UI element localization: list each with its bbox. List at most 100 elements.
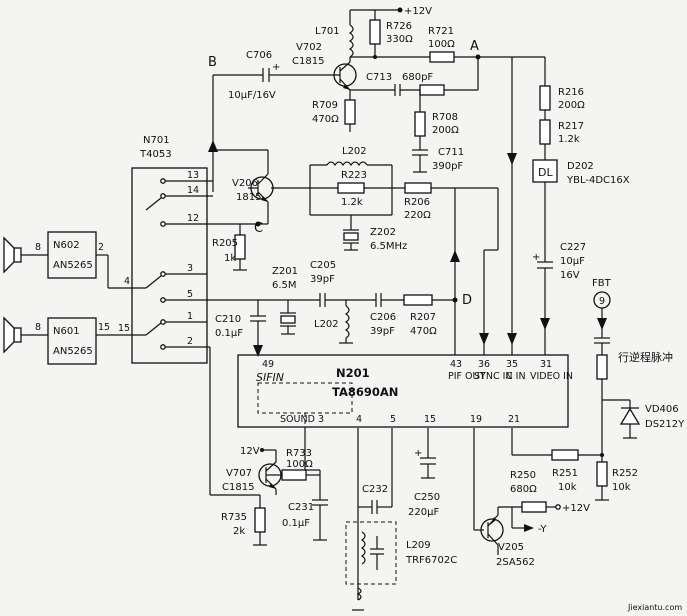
d202-symbol: DL xyxy=(538,166,553,179)
n201-pin21-num: 21 xyxy=(508,414,520,425)
r216-value: 200Ω xyxy=(558,100,585,111)
n201-pin15-num: 15 xyxy=(424,414,436,425)
c713-value: 680pF xyxy=(402,72,433,83)
z201-ref: Z201 xyxy=(272,266,298,277)
r708-value: 200Ω xyxy=(432,125,459,136)
fbt-pin-number: 9 xyxy=(599,296,605,307)
v702-ref: V702 xyxy=(296,42,322,53)
z202-ref: Z202 xyxy=(370,227,396,238)
n601-part: AN5265 xyxy=(53,346,93,357)
c250-ref: C250 xyxy=(414,492,440,503)
d202-part: YBL-4DC16X xyxy=(566,175,630,186)
r252-ref: R252 xyxy=(612,468,638,479)
r223-value: 1.2k xyxy=(341,197,363,208)
c206-ref: C206 xyxy=(370,312,396,323)
l701-ref: L701 xyxy=(315,26,340,37)
resistor-r250: +12V R250 680Ω -Y xyxy=(510,470,590,535)
transistor-v702: V702 C1815 xyxy=(280,42,357,91)
resistor-r205: R205 1k xyxy=(212,234,247,271)
svg-text:+: + xyxy=(414,448,422,459)
n701-pin3: 3 xyxy=(187,263,193,274)
fbt-label: FBT xyxy=(592,278,612,289)
c227-ref: C227 xyxy=(560,242,586,253)
crystal-z201: Z201 6.5M xyxy=(258,266,298,335)
inductor-l701: L701 xyxy=(315,24,354,62)
capacitor-c206: C206 39pF xyxy=(370,293,404,337)
n201-ref: N201 xyxy=(336,366,370,380)
c706-ref: C706 xyxy=(246,50,272,61)
n201-pin35-name: C IN xyxy=(506,371,526,382)
v707-ref: V707 xyxy=(226,468,252,479)
v707-supply-label: 12V xyxy=(240,446,260,457)
n701-pin1: 1 xyxy=(187,311,193,322)
resistor-r735: R735 2k xyxy=(221,507,267,546)
c210-ref: C210 xyxy=(215,314,241,325)
point-c-label: C xyxy=(254,221,263,236)
resistor-r206: R206 220Ω xyxy=(404,182,460,355)
n701-part: T4053 xyxy=(139,149,172,160)
n201-pin31-name: VIDEO IN xyxy=(530,371,573,382)
top-supply-group: +12V xyxy=(349,6,432,25)
point-b-label: B xyxy=(208,55,217,70)
c706-value: 10μF/16V xyxy=(228,90,276,101)
d202-ref: D202 xyxy=(567,161,594,172)
n602-part: AN5265 xyxy=(53,260,93,271)
n201-pin3-num: 3 xyxy=(318,414,324,425)
y-output-label: -Y xyxy=(538,524,547,535)
resistor-r216: R216 200Ω xyxy=(539,57,585,120)
c206-value: 39pF xyxy=(370,326,395,337)
n601-pin8: 8 xyxy=(35,322,41,333)
resistor-r708: R708 200Ω xyxy=(414,90,459,150)
r216-ref: R216 xyxy=(558,87,584,98)
n701-pin15: 15 xyxy=(118,323,130,334)
n602-ref: N602 xyxy=(53,240,80,251)
n701-pin13: 13 xyxy=(187,170,199,181)
resistor-r217: R217 1.2k xyxy=(539,119,584,160)
r207-value: 470Ω xyxy=(410,326,437,337)
n201-pin43-name: PIF OUT xyxy=(448,371,485,382)
inductor-l209: L209 TRF6702C xyxy=(345,521,457,611)
r206-ref: R206 xyxy=(404,197,430,208)
v702-part: C1815 xyxy=(292,56,324,67)
r205-ref: R205 xyxy=(212,238,238,249)
n701-pin4: 4 xyxy=(124,276,130,287)
capacitor-c711: C711 390pF xyxy=(412,147,464,173)
r726-value: 330Ω xyxy=(386,34,413,45)
n602-pin2: 2 xyxy=(98,242,104,253)
r206-value: 220Ω xyxy=(404,210,431,221)
speaker-top xyxy=(3,236,26,274)
delay-line-d202: DL D202 YBL-4DC16X xyxy=(532,159,630,262)
zener-vd406: VD406 DS212Y xyxy=(602,399,685,439)
n201-pin19-num: 19 xyxy=(470,414,482,425)
c711-ref: C711 xyxy=(438,147,464,158)
sound-output-line xyxy=(209,347,306,496)
n602-pin8: 8 xyxy=(35,242,41,253)
vd406-ref: VD406 xyxy=(645,404,679,415)
r735-ref: R735 xyxy=(221,512,247,523)
l202a-ref: L202 xyxy=(342,146,367,157)
transistor-v206: V206 1815 xyxy=(213,149,310,224)
capacitor-c210: C210 0.1μF xyxy=(215,300,266,357)
fbt-input: FBT 9 行逆程脉冲 xyxy=(592,278,673,400)
resistor-r251: R251 10k xyxy=(511,428,602,493)
r252-value: 10k xyxy=(612,482,631,493)
n201-pin35-num: 35 xyxy=(506,359,518,370)
capacitor-c205: C205 39pF xyxy=(288,260,376,307)
transistor-v707: 12V V707 C1815 xyxy=(222,446,282,508)
z201-value: 6.5M xyxy=(272,280,297,291)
point-c: C xyxy=(239,221,268,236)
c210-value: 0.1μF xyxy=(215,328,243,339)
watermark-text: Jiexiantu.com xyxy=(627,603,682,612)
n201-pin31-num: 31 xyxy=(540,359,552,370)
capacitor-c713: C713 680pF xyxy=(349,72,479,100)
r721-value: 100Ω xyxy=(428,39,455,50)
n601-pin15: 15 xyxy=(98,322,110,333)
z202-value: 6.5MHz xyxy=(370,241,407,252)
c231-ref: C231 xyxy=(288,502,314,513)
n201-pin49-name: SIFIN xyxy=(256,371,284,384)
svg-text:+: + xyxy=(272,62,280,73)
n201-pin36-name: SYNC IN xyxy=(474,371,513,382)
r217-ref: R217 xyxy=(558,121,584,132)
v205-part: 2SA562 xyxy=(496,557,535,568)
c227-value: 10μF xyxy=(560,256,585,267)
